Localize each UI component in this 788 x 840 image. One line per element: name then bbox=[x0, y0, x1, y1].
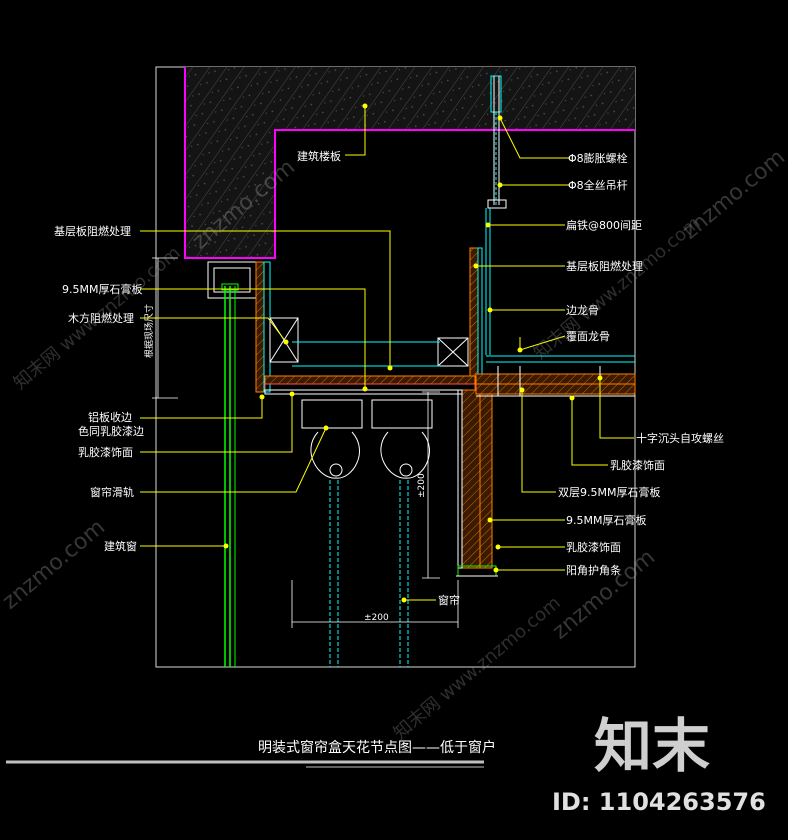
label-gypsum-right: 9.5MM厚石膏板 bbox=[566, 513, 646, 527]
label-cover-keel: 覆面龙骨 bbox=[566, 330, 610, 343]
watermark-id: ID: 1104263576 bbox=[552, 788, 766, 816]
label-latex-right: 乳胶漆饰面 bbox=[610, 458, 665, 472]
label-building-window: 建筑窗 bbox=[104, 539, 137, 553]
watermark-site-4: znzmo.com bbox=[678, 145, 788, 245]
label-curtain: 窗帘 bbox=[438, 593, 460, 607]
label-base-board-right: 基层板阻燃处理 bbox=[566, 259, 643, 273]
label-gypsum-left: 9.5MM厚石膏板 bbox=[62, 282, 142, 296]
window-head-frame bbox=[207, 261, 257, 299]
right-ceiling bbox=[475, 355, 636, 397]
label-aluminum-trim-1: 铝板收边 bbox=[88, 410, 132, 424]
dimension-lines bbox=[152, 257, 459, 628]
label-curtain-track: 窗帘滑轨 bbox=[90, 485, 134, 499]
label-flat-iron: 扁铁@800间距 bbox=[566, 219, 642, 232]
label-edge-keel: 边龙骨 bbox=[566, 304, 599, 317]
leaders bbox=[140, 103, 634, 603]
label-corner-strip: 阳角护角条 bbox=[566, 563, 621, 577]
ceiling-boards bbox=[264, 375, 476, 395]
watermark-site-6: 知末网 www.znzmo.com bbox=[390, 592, 565, 743]
curtain-box-side bbox=[456, 247, 498, 577]
watermark-site-3: 知末网 www.znzmo.com bbox=[530, 212, 705, 363]
left-ceiling-section bbox=[255, 261, 469, 393]
label-expansion-bolt: Φ8膨胀螺栓 bbox=[568, 151, 628, 165]
label-screw: 十字沉头自攻螺丝 bbox=[636, 431, 724, 445]
curtain-track bbox=[301, 399, 433, 479]
label-double-gypsum: 双层9.5MM厚石膏板 bbox=[558, 485, 660, 499]
drawing-title: 明装式窗帘盒天花节点图——低于窗户 bbox=[258, 739, 496, 756]
slab-outline bbox=[184, 67, 635, 259]
building-window bbox=[221, 283, 239, 667]
concrete-slab bbox=[185, 67, 635, 258]
label-threaded-rod: Φ8全丝吊杆 bbox=[568, 178, 628, 192]
watermark-brand: 知末 bbox=[594, 712, 710, 780]
dim-200-vertical: ±200 bbox=[417, 473, 427, 498]
watermark-site-7: znzmo.com bbox=[548, 545, 660, 645]
label-building-slab: 建筑楼板 bbox=[297, 149, 341, 163]
dim-200-horizontal: ±200 bbox=[364, 613, 389, 623]
curtain bbox=[329, 480, 409, 667]
label-wood-fire: 木方阻燃处理 bbox=[68, 311, 134, 325]
label-latex-bottom: 乳胶漆饰面 bbox=[566, 540, 621, 554]
label-base-board-left: 基层板阻燃处理 bbox=[54, 224, 131, 238]
label-aluminum-trim-2: 色同乳胶漆边 bbox=[78, 424, 144, 438]
vertical-dim-note: 根据现场尺寸 bbox=[143, 304, 155, 358]
watermark-site-5: znzmo.com bbox=[0, 515, 110, 615]
label-latex-left: 乳胶漆饰面 bbox=[78, 445, 133, 459]
